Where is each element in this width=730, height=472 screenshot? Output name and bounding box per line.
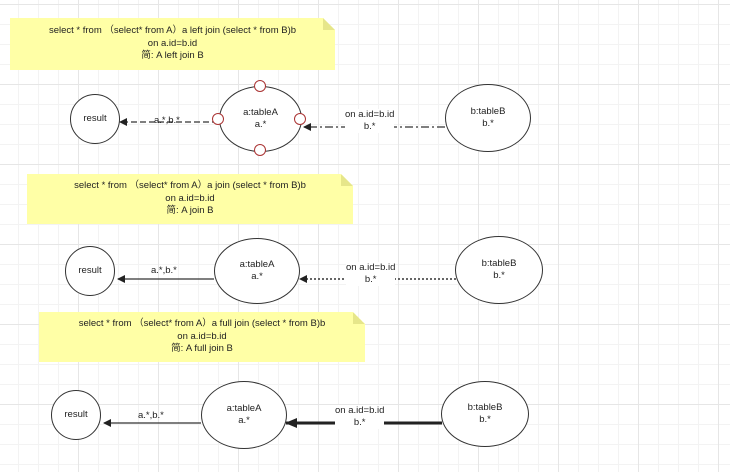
result-node-left-join[interactable]: result xyxy=(70,94,120,144)
edge-joined-columns: b.* xyxy=(364,274,377,285)
tableB-columns: b.* xyxy=(479,414,491,425)
sql-note-inner-join[interactable]: select * from （select* from A）a join (se… xyxy=(27,174,353,224)
tableA-node-full-join[interactable]: a:tableA a.* xyxy=(201,381,287,449)
result-label: result xyxy=(83,113,107,124)
tableB-name: b:tableB xyxy=(481,258,517,269)
edge-join-condition: on a.id=b.id xyxy=(345,109,395,120)
tableB-node-left-join[interactable]: b:tableB b.* xyxy=(445,84,531,152)
selection-handle-right[interactable] xyxy=(294,113,306,125)
selection-handle-bottom[interactable] xyxy=(254,144,266,156)
tableB-name: b:tableB xyxy=(467,402,503,413)
tableA-node-inner-join[interactable]: a:tableA a.* xyxy=(214,238,300,304)
note-join-condition: on a.id=b.id xyxy=(147,37,198,49)
result-label: result xyxy=(64,409,88,420)
note-sql-line: select * from （select* from A）a full joi… xyxy=(78,318,326,330)
edge-label-join-full-join: on a.id=b.id b.* xyxy=(335,405,385,429)
tableB-columns: b.* xyxy=(493,270,505,281)
result-label: result xyxy=(78,265,102,276)
tableB-node-inner-join[interactable]: b:tableB b.* xyxy=(455,236,543,304)
note-sql-line: select * from （select* from A）a left joi… xyxy=(48,25,297,37)
tableB-node-full-join[interactable]: b:tableB b.* xyxy=(441,381,529,447)
edge-label-output-left-join: a.*,b.* xyxy=(154,115,180,127)
note-summary: 简: A join B xyxy=(166,205,214,217)
note-join-condition: on a.id=b.id xyxy=(165,192,215,204)
note-sql-line: select * from （select* from A）a join (se… xyxy=(74,180,306,192)
tableA-columns: a.* xyxy=(251,271,263,282)
tableB-name: b:tableB xyxy=(470,106,506,117)
tableA-columns: a.* xyxy=(238,415,250,426)
tableB-columns: b.* xyxy=(482,118,494,129)
selection-handle-left[interactable] xyxy=(212,113,224,125)
selection-handle-top[interactable] xyxy=(254,80,266,92)
result-node-full-join[interactable]: result xyxy=(51,390,101,440)
edge-joined-columns: b.* xyxy=(363,121,376,132)
tableA-name: a:tableA xyxy=(226,403,262,414)
note-summary: 简: A left join B xyxy=(141,50,204,62)
edge-label-join-left-join: on a.id=b.id b.* xyxy=(345,109,395,133)
edge-output-columns: a.*,b.* xyxy=(151,265,177,276)
sql-note-full-join[interactable]: select * from （select* from A）a full joi… xyxy=(39,312,365,362)
edge-joined-columns: b.* xyxy=(353,417,366,428)
edge-output-columns: a.*,b.* xyxy=(138,410,164,421)
edge-label-output-full-join: a.*,b.* xyxy=(138,410,164,422)
edge-label-join-inner-join: on a.id=b.id b.* xyxy=(346,262,396,286)
sql-note-left-join[interactable]: select * from （select* from A）a left joi… xyxy=(10,18,335,70)
tableA-columns: a.* xyxy=(254,119,267,130)
result-node-inner-join[interactable]: result xyxy=(65,246,115,296)
edge-join-condition: on a.id=b.id xyxy=(346,262,396,273)
edge-join-condition: on a.id=b.id xyxy=(335,405,385,416)
tableA-name: a:tableA xyxy=(243,107,278,118)
note-join-condition: on a.id=b.id xyxy=(177,330,227,342)
tableA-name: a:tableA xyxy=(239,259,275,270)
tableA-node-left-join[interactable]: a:tableA a.* xyxy=(219,86,302,152)
note-summary: 简: A full join B xyxy=(171,343,233,355)
edge-output-columns: a.*,b.* xyxy=(154,115,180,126)
edge-label-output-inner-join: a.*,b.* xyxy=(151,265,177,277)
